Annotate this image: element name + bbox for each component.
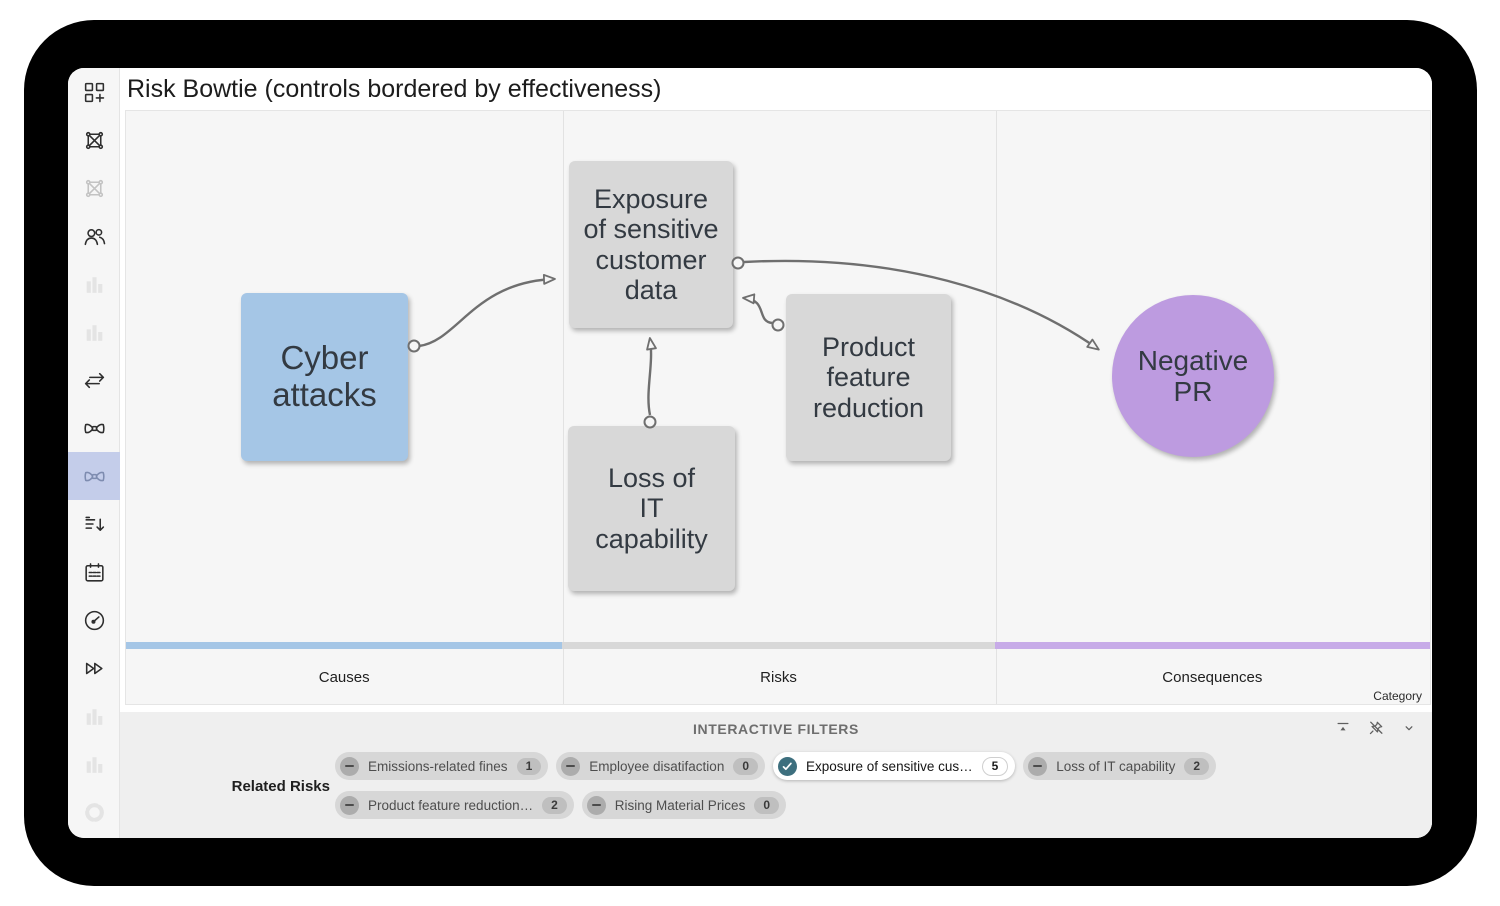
bowtie-active-icon (83, 471, 105, 481)
sidebar-item-bar-chart-4[interactable] (68, 740, 120, 788)
consequences-label: Consequences (1162, 668, 1263, 686)
main-content: Risk Bowtie (controls bordered by effect… (120, 68, 1432, 838)
related-risks-label: Related Risks (231, 778, 330, 795)
edge-product-to-exposure (742, 293, 773, 325)
sidebar-item-diagram-network[interactable] (68, 116, 120, 164)
sidebar-item-bowtie[interactable] (68, 404, 120, 452)
donut-icon (84, 802, 104, 822)
chip-product-feature-reduction[interactable]: Product feature reduction… 2 (335, 791, 574, 819)
bar-chart-icon (86, 324, 102, 341)
category-axis-labels: Causes Risks Consequences (126, 649, 1430, 705)
collapse-icon[interactable] (1334, 719, 1352, 737)
bar-chart-icon (86, 708, 102, 725)
sidebar-item-bar-chart-2[interactable] (68, 308, 120, 356)
bowtie-chart: Cyber attacks Exposure of sensitive cust… (125, 110, 1431, 705)
app-window: Risk Bowtie (controls bordered by effect… (68, 68, 1432, 838)
minus-icon[interactable] (561, 756, 581, 776)
sidebar-item-bar-chart-3[interactable] (68, 692, 120, 740)
node-exposure-of-sensitive-customer-data[interactable]: Exposure of sensitive customer data (569, 161, 733, 328)
node-negative-pr[interactable]: Negative PR (1112, 295, 1274, 457)
sort-icon (84, 516, 104, 531)
chevron-down-icon[interactable] (1400, 719, 1418, 737)
gauge-icon (84, 610, 104, 630)
sidebar-item-diagram-network-alt[interactable] (68, 164, 120, 212)
chip-rising-material-prices[interactable]: Rising Material Prices 0 (581, 791, 787, 819)
bar-chart-icon (86, 276, 102, 293)
sidebar-item-calendar[interactable] (68, 548, 120, 596)
category-axis-bars (126, 642, 1430, 649)
sidebar (68, 68, 120, 838)
minus-icon[interactable] (586, 795, 606, 815)
chip-count-badge: 5 (981, 756, 1009, 776)
node-loss-of-it-capability[interactable]: Loss of IT capability (568, 426, 735, 591)
sidebar-item-swap[interactable] (68, 356, 120, 404)
consequences-bar (994, 642, 1430, 649)
risks-label: Risks (760, 668, 797, 686)
causes-bar (126, 642, 563, 649)
chip-count-badge: 0 (733, 757, 759, 775)
filters-header: INTERACTIVE FILTERS (693, 721, 859, 737)
filter-chip-row-1: Emissions-related fines 1 Employee disat… (335, 752, 1217, 780)
edge-port-product (771, 318, 785, 332)
page-title: Risk Bowtie (controls bordered by effect… (127, 74, 662, 103)
risks-bar (562, 642, 995, 649)
causes-label: Causes (318, 668, 370, 686)
node-cyber-attacks[interactable]: Cyber attacks (241, 293, 408, 461)
filters-toolbar (1334, 719, 1418, 737)
title-bar: Risk Bowtie (controls bordered by effect… (120, 68, 1432, 110)
fast-forward-icon (85, 662, 103, 674)
chip-emissions-related-fines[interactable]: Emissions-related fines 1 (335, 752, 549, 780)
chip-count-badge: 1 (516, 757, 542, 775)
people-icon (84, 228, 105, 245)
sidebar-item-sort[interactable] (68, 500, 120, 548)
chip-exposure-of-sensitive-customer-data[interactable]: Exposure of sensitive cus… 5 (773, 752, 1016, 780)
sidebar-item-bar-chart-1[interactable] (68, 260, 120, 308)
check-icon[interactable] (778, 756, 798, 776)
calendar-icon (84, 562, 104, 582)
chip-count-badge: 0 (754, 796, 780, 814)
swap-arrows-icon (84, 372, 104, 388)
node-product-feature-reduction[interactable]: Product feature reduction (786, 294, 951, 461)
edge-loss-to-exposure (646, 337, 657, 416)
column-separator-1 (563, 111, 564, 704)
filter-chip-rows: Emissions-related fines 1 Employee disat… (335, 752, 1217, 819)
bowtie-icon (83, 423, 105, 433)
chip-employee-disatifaction[interactable]: Employee disatifaction 0 (556, 752, 766, 780)
sidebar-item-dashboard-add[interactable] (68, 68, 120, 116)
diagram-network-icon (85, 131, 103, 149)
edge-port-cyber (407, 339, 421, 353)
diagram-network-muted-icon (85, 179, 103, 197)
minus-icon[interactable] (340, 756, 359, 776)
sidebar-item-gauge[interactable] (68, 596, 120, 644)
edge-cyber-to-exposure (418, 273, 556, 348)
pin-off-icon[interactable] (1367, 719, 1385, 737)
filter-chip-row-2: Product feature reduction… 2 Rising Mate… (335, 791, 1216, 819)
interactive-filters-panel: INTERACTIVE FILTERS Related (120, 712, 1432, 838)
sidebar-item-bowtie-active[interactable] (68, 452, 120, 500)
dashboard-add-icon (84, 82, 104, 102)
chip-count-badge: 2 (1184, 757, 1210, 775)
bar-chart-icon (86, 756, 102, 773)
sidebar-item-people[interactable] (68, 212, 120, 260)
edge-port-exposure (731, 256, 745, 270)
axis-caption: Category (1373, 689, 1422, 703)
minus-icon[interactable] (1028, 756, 1048, 776)
chip-loss-of-it-capability[interactable]: Loss of IT capability 2 (1023, 752, 1217, 780)
column-separator-2 (996, 111, 997, 704)
sidebar-item-fast-forward[interactable] (68, 644, 120, 692)
sidebar-item-donut[interactable] (68, 788, 120, 836)
minus-icon[interactable] (340, 795, 359, 815)
chip-count-badge: 2 (542, 796, 567, 814)
